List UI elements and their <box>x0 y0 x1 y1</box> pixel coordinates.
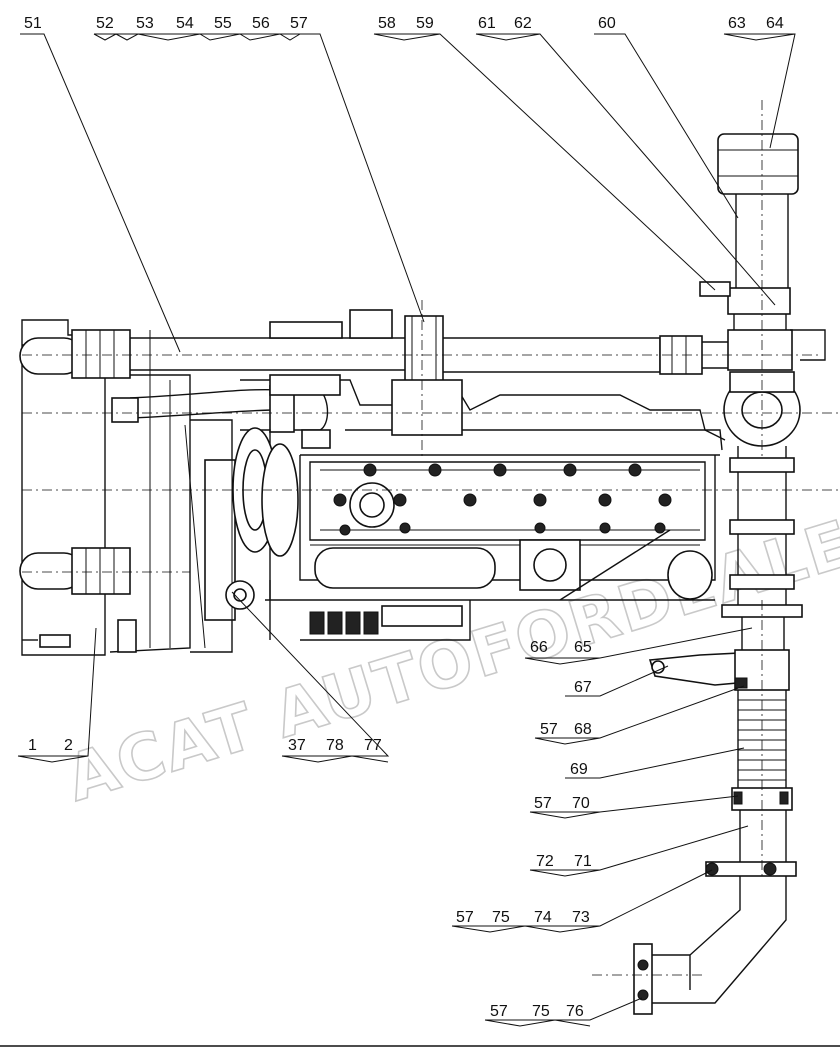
callout-59: 59 <box>416 15 434 32</box>
callout-57-76a: 57 <box>490 1003 508 1020</box>
callout-2: 2 <box>64 737 73 754</box>
callout-64: 64 <box>766 15 784 32</box>
callout-74: 74 <box>534 909 552 926</box>
exhaust-column <box>633 133 826 1015</box>
callout-55: 55 <box>214 15 232 32</box>
callout-58: 58 <box>378 15 396 32</box>
callout-57-73a: 57 <box>456 909 474 926</box>
callout-1: 1 <box>28 737 37 754</box>
callout-69: 69 <box>570 761 588 778</box>
injector-row <box>300 600 471 641</box>
callout-67: 67 <box>574 679 592 696</box>
callout-63: 63 <box>728 15 746 32</box>
callout-60: 60 <box>598 15 616 32</box>
top-brackets <box>269 309 463 449</box>
engine-block <box>204 379 726 641</box>
callout-66: 66 <box>530 639 548 656</box>
callout-57-68a: 57 <box>540 721 558 738</box>
watermark-text: ACAT AUTOFORDEALER.ru <box>59 460 840 816</box>
callout-72: 72 <box>536 853 554 870</box>
callout-labels: 51 52 53 54 55 56 57 58 59 61 62 60 63 6… <box>24 15 784 1020</box>
callout-78: 78 <box>326 737 344 754</box>
callout-37: 37 <box>288 737 306 754</box>
callout-53: 53 <box>136 15 154 32</box>
callout-51: 51 <box>24 15 42 32</box>
callout-77: 77 <box>364 737 382 754</box>
callout-52: 52 <box>96 15 114 32</box>
callout-68: 68 <box>574 721 592 738</box>
callout-75-a: 75 <box>492 909 510 926</box>
callout-62: 62 <box>514 15 532 32</box>
callout-56: 56 <box>252 15 270 32</box>
callout-70: 70 <box>572 795 590 812</box>
callout-75-b: 75 <box>532 1003 550 1020</box>
callout-71: 71 <box>574 853 592 870</box>
center-lines <box>22 100 840 976</box>
callout-76: 76 <box>566 1003 584 1020</box>
callout-54: 54 <box>176 15 194 32</box>
radiator-assembly <box>19 319 233 656</box>
callout-73: 73 <box>572 909 590 926</box>
intake-pipe-51 <box>130 315 740 385</box>
watermark: ACAT AUTOFORDEALER.ru <box>58 459 840 817</box>
callout-57-top: 57 <box>290 15 308 32</box>
callout-61: 61 <box>478 15 496 32</box>
leader-lines <box>17 33 796 1027</box>
callout-65: 65 <box>574 639 592 656</box>
callout-57-70a: 57 <box>534 795 552 812</box>
